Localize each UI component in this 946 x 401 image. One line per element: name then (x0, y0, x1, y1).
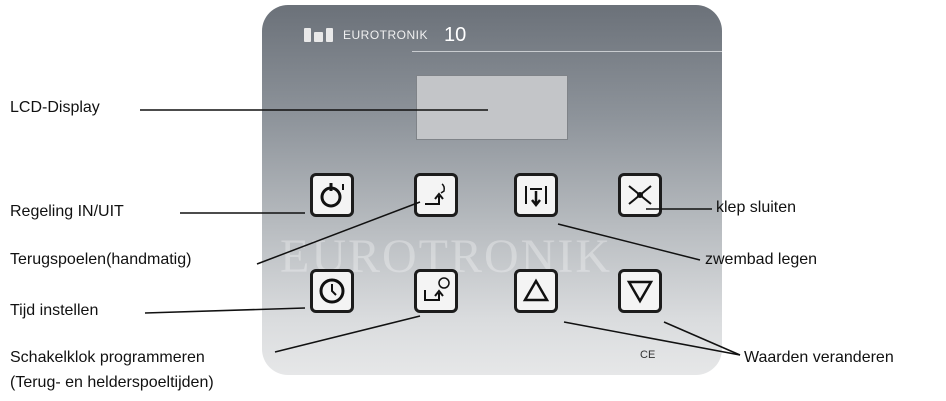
triangle-down-icon (626, 280, 654, 304)
label-schakelklok-sub: (Terug- en helderspoeltijden) (10, 374, 214, 391)
drain-pool-button[interactable] (514, 173, 558, 217)
label-waarden: Waarden veranderen (744, 349, 894, 366)
drain-icon (525, 186, 547, 208)
timer-program-icon (424, 277, 450, 301)
leader-schakelklok (274, 315, 421, 353)
power-icon (320, 183, 344, 208)
label-lcd-display: LCD-Display (10, 99, 100, 116)
lcd-display (416, 75, 568, 140)
brand-header: EUROTRONIK 10 (304, 17, 466, 53)
valve-close-icon (628, 185, 652, 205)
set-time-button[interactable] (310, 269, 354, 313)
control-panel: EUROTRONIK 10 EUROTRONIK (262, 5, 722, 375)
label-klep: klep sluiten (716, 199, 797, 216)
increase-value-button[interactable] (514, 269, 558, 313)
leader-waarden-down (663, 321, 741, 356)
ce-mark: CE (640, 349, 656, 361)
leader-terugspoelen (256, 201, 421, 265)
label-zwembad: zwembad legen (705, 251, 818, 268)
leader-zwembad (557, 223, 701, 261)
leader-waarden-up (563, 321, 741, 356)
clock-icon (319, 278, 345, 304)
timer-program-button[interactable] (414, 269, 458, 313)
decrease-value-button[interactable] (618, 269, 662, 313)
header-divider (412, 51, 722, 52)
power-button[interactable] (310, 173, 354, 217)
backwash-hand-icon (425, 183, 445, 205)
label-regeling: Regeling IN/UIT (10, 203, 124, 220)
model-number: 10 (444, 23, 467, 46)
label-tijd: Tijd instellen (10, 302, 99, 319)
brand-name: EUROTRONIK (343, 28, 429, 42)
label-schakelklok: Schakelklok programmeren (10, 349, 205, 366)
leader-tijd (144, 307, 306, 314)
label-terugspoelen: Terugspoelen(handmatig) (10, 251, 192, 268)
brand-logo (304, 28, 333, 42)
triangle-up-icon (522, 278, 550, 302)
backwash-manual-button[interactable] (414, 173, 458, 217)
